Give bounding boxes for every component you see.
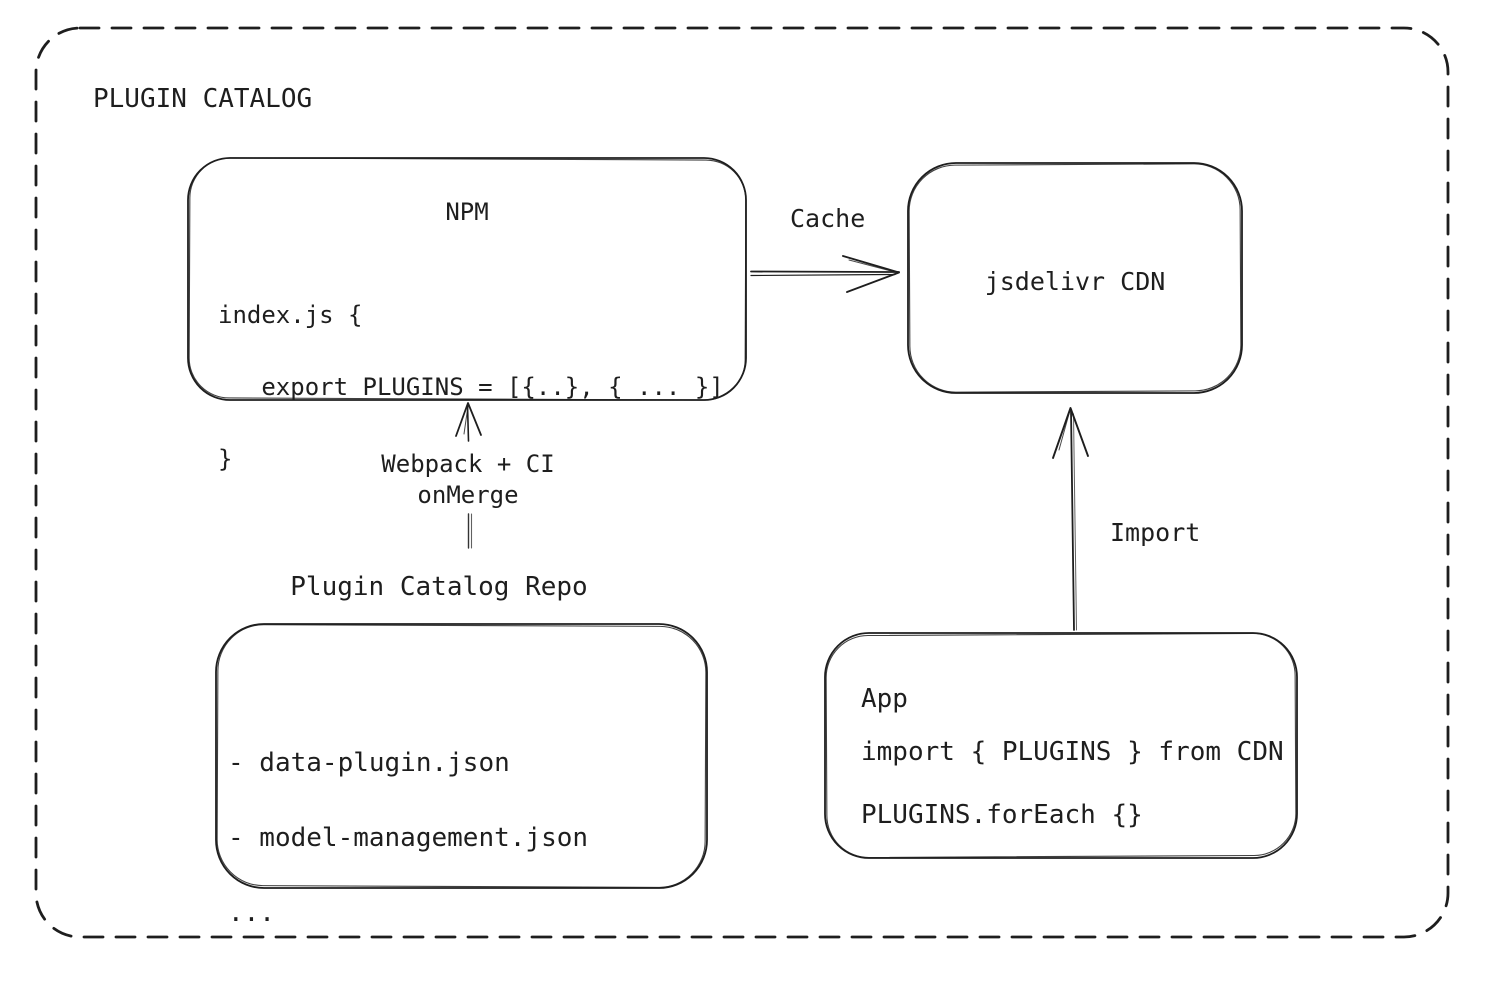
npm-node-box	[187, 157, 747, 401]
cache-arrow-label: Cache	[790, 204, 866, 233]
repo-node-box	[215, 623, 708, 889]
npm-code-block: index.js { export PLUGINS = [{..}, { ...…	[218, 259, 724, 516]
repo-file-list: - data-plugin.json - model-management.js…	[228, 705, 588, 971]
app-node-title: App	[861, 684, 908, 714]
cache-arrow	[750, 255, 900, 293]
diagram-title: PLUGIN CATALOG	[93, 84, 313, 114]
npm-code-line: index.js {	[218, 300, 363, 329]
diagram-dashed-border	[34, 26, 1450, 939]
import-arrow	[1052, 407, 1089, 631]
npm-code-line: }	[218, 444, 233, 473]
app-code-line: PLUGINS.forEach {}	[861, 800, 1143, 830]
webpack-arrow-label-line1: Webpack + CI	[381, 450, 555, 478]
npm-code-line: export PLUGINS = [{..}, { ... }]	[218, 372, 724, 401]
cdn-node-box	[907, 162, 1243, 394]
import-arrow-label: Import	[1110, 518, 1201, 547]
repo-node-label: Plugin Catalog Repo	[290, 572, 588, 602]
app-code-line: import { PLUGINS } from CDN	[861, 737, 1284, 767]
webpack-arrow	[455, 402, 482, 549]
cdn-node-label: jsdelivr CDN	[984, 267, 1166, 296]
repo-file-item: - data-plugin.json	[228, 747, 510, 778]
repo-file-item: - model-management.json	[228, 822, 589, 853]
webpack-arrow-label-line2: onMerge	[417, 481, 519, 509]
repo-file-item: ...	[228, 897, 275, 928]
npm-node-title: NPM	[445, 198, 489, 226]
app-node-box	[824, 632, 1298, 859]
